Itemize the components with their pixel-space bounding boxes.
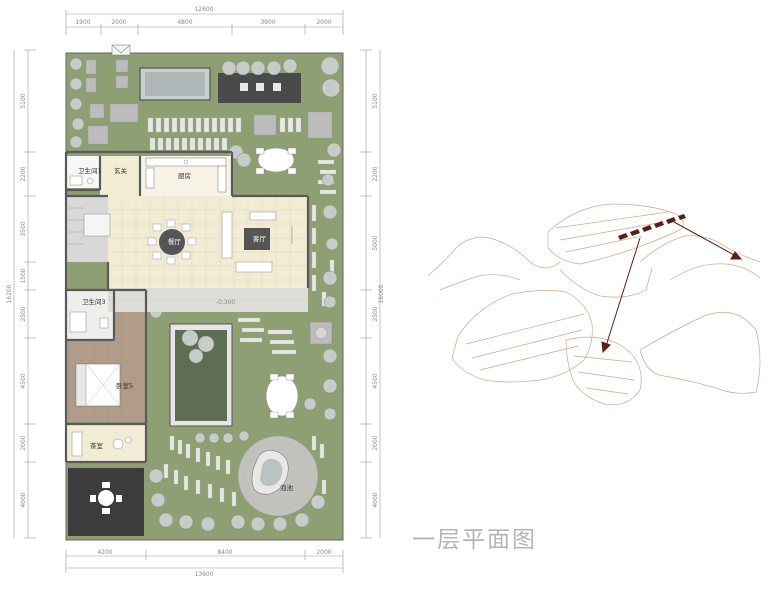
north-pond <box>139 67 211 101</box>
dim-left-4: 1500 <box>20 268 27 283</box>
dim-top-total: 12600 <box>194 6 213 13</box>
dim-right-1: 5100 <box>372 93 379 108</box>
highlighted-villas <box>618 214 686 240</box>
drawing-title: 一层平面图 <box>412 527 537 553</box>
dimension-labels: 12600 1900 2000 4800 3900 2000 4200 8400… <box>6 6 385 578</box>
label-living: 客厅 <box>253 234 267 243</box>
dim-left-7: 2000 <box>20 435 27 450</box>
staircase <box>66 196 111 262</box>
label-dining: 餐厅 <box>168 237 182 246</box>
kitchen-counter <box>145 157 227 193</box>
label-tea-room: 茶室 <box>90 441 104 450</box>
bed <box>75 363 121 407</box>
paver-rows <box>147 117 337 507</box>
dimension-lines <box>13 10 381 573</box>
walls <box>64 150 310 464</box>
room-labels: 卫生间1 玄关 厨房 餐厅 客厅 卫生间3 卧室5 茶室 泡池 -0.300 <box>78 166 294 492</box>
dim-right-7: 4000 <box>372 492 379 507</box>
dim-top-2: 2000 <box>111 19 126 26</box>
level-mark: -0.300 <box>216 299 236 306</box>
swimming-pool <box>169 323 233 427</box>
label-bathroom1: 卫生间1 <box>78 166 102 175</box>
dim-right-2: 2200 <box>372 166 379 181</box>
dim-left-5: 2500 <box>20 306 27 321</box>
floor-tile-grid <box>108 196 308 288</box>
ground-floor-interior <box>108 196 308 288</box>
hot-spring <box>237 435 319 517</box>
dim-top-4: 3900 <box>260 19 275 26</box>
label-entrance: 玄关 <box>114 166 128 175</box>
entry-gate <box>111 44 131 56</box>
dim-top-1: 1900 <box>75 19 90 26</box>
dim-bottom-3: 2000 <box>316 549 331 556</box>
label-bedroom: 卧室5 <box>116 381 133 390</box>
dim-bottom-2: 8400 <box>217 549 232 556</box>
dim-bottom-1: 4200 <box>97 549 112 556</box>
north-terrace <box>218 73 301 103</box>
dim-left-2: 2200 <box>20 166 27 181</box>
dim-right-6: 2000 <box>372 435 379 450</box>
dim-left-8: 4000 <box>20 492 27 507</box>
dim-left-1: 5100 <box>20 93 27 108</box>
dining-table-set <box>147 219 197 265</box>
dim-left-6: 4500 <box>20 373 27 388</box>
label-kitchen: 厨房 <box>178 171 191 180</box>
living-room-sofa-set <box>221 211 293 273</box>
lower-deck <box>68 468 144 536</box>
dim-left-total: 16200 <box>6 284 13 303</box>
view-arrows <box>601 221 743 354</box>
label-bathroom3: 卫生间3 <box>82 297 106 306</box>
tea-room-furniture <box>71 431 132 457</box>
bathroom-fixtures <box>69 175 109 333</box>
dim-right-5: 4500 <box>372 373 379 388</box>
site-location-sketch <box>427 203 761 406</box>
label-hot-spring: 泡池 <box>280 483 294 492</box>
lower-patio-set <box>265 373 299 419</box>
entrance-floor <box>100 156 140 196</box>
dim-bottom-total: 13600 <box>194 571 213 578</box>
square-planter <box>309 321 333 345</box>
dim-right-4: 2500 <box>372 306 379 321</box>
dim-top-3: 4800 <box>177 19 192 26</box>
dim-top-5: 2000 <box>316 19 331 26</box>
dim-right-3: 5000 <box>372 235 379 250</box>
dim-right-total: 16000 <box>378 284 385 303</box>
dim-left-3: 3500 <box>20 221 27 236</box>
patio-dining-set <box>255 147 297 175</box>
